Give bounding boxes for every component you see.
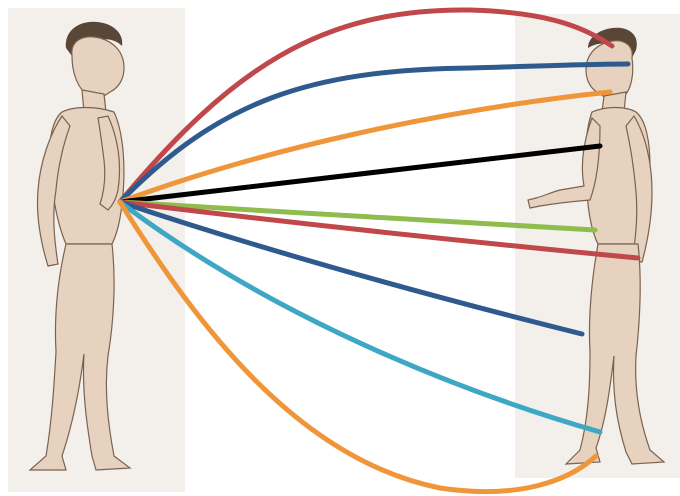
connection-face	[120, 64, 628, 202]
connection-shoulder	[120, 92, 610, 202]
connection-ankle	[120, 202, 600, 432]
right-figure-legs	[566, 244, 664, 464]
left-human-figure	[30, 22, 130, 470]
connection-thigh	[120, 202, 582, 334]
left-figure-legs	[30, 244, 130, 470]
left-figure-head	[72, 37, 124, 98]
right-figure-arm-forward	[528, 118, 600, 208]
connection-lines	[120, 10, 638, 492]
connection-chest	[120, 146, 600, 202]
